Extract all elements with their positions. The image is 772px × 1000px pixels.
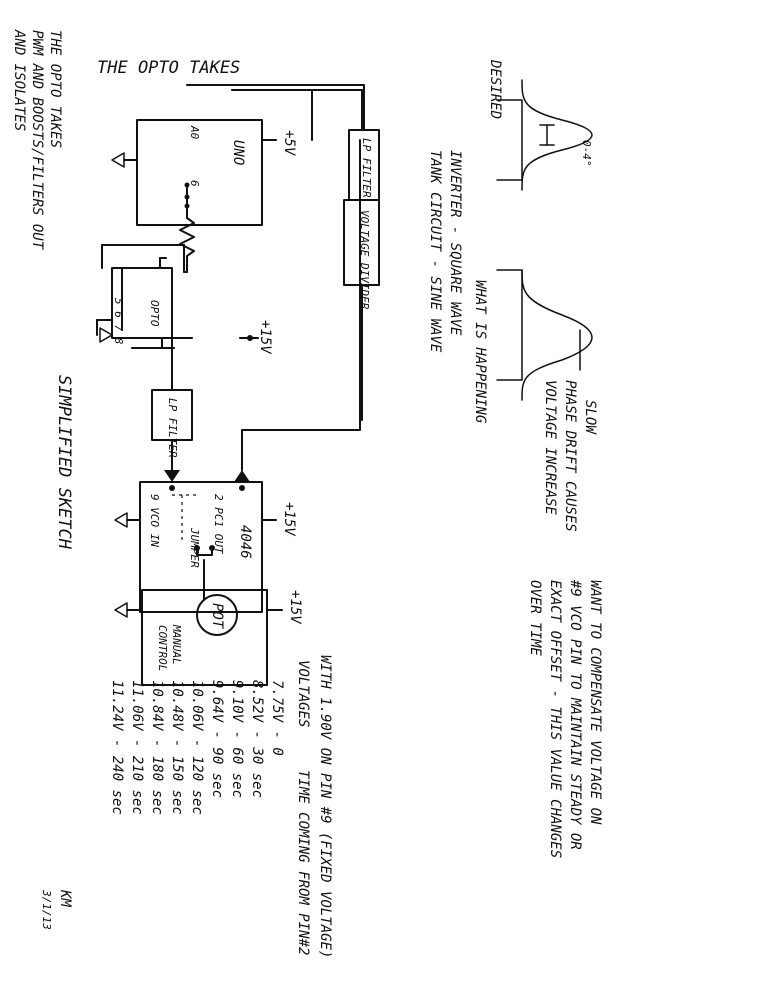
opto-note-line-2: PWM AND BOOSTS/FILTERS OUT [29,30,45,250]
node-dot [184,182,190,188]
lp-filter-2-label: LP FILTER [166,398,179,458]
table-row: 8.52V - 30 sec [249,680,265,799]
uno-supply-label: +5V [281,130,297,156]
table-row: 11.06V - 210 sec [129,680,145,815]
opto-note-line-3: AND ISOLATES [11,30,27,132]
node-dot [169,485,175,491]
pc1-out-label: 2 PC1 OUT [212,494,225,554]
desired-square-wave [496,99,523,181]
table-row: 10.06V - 120 sec [189,680,205,815]
opto-note-line-1: THE OPTO TAKES [97,58,241,78]
resistor-icon [179,199,195,273]
uno-label: UNO [230,140,246,166]
ic-4046-label: 4046 [237,525,253,559]
table-row: 11.24V - 240 sec [109,680,125,815]
vco-in-label: 9 VCO IN [148,494,161,547]
table-time-heading: TIME COMING FROM PIN#2 [295,770,311,956]
arrow-into-pin9 [164,470,180,482]
compensate-note-line-3: EXACT OFFSET - THIS VALUE CHANGES [547,580,563,859]
tank-note: TANK CIRCUIT - SINE WAVE [427,150,443,353]
author-date: 3/1/13 [40,890,53,930]
drift-note-line-2: PHASE DRIFT CAUSES [562,380,578,532]
uno-ground-icon [111,152,125,168]
opto-pins: 5 6 7 8 [112,298,125,345]
wire-pc1-feedback [241,139,361,471]
uno-block [136,119,263,226]
inverter-note: INVERTER - SQUARE WAVE [447,150,463,336]
happening-square-wave [496,269,523,381]
lp-filter-1-label: LP FILTER [360,138,373,198]
happening-sine-wave [521,269,593,401]
table-row: 9.64V - 90 sec [209,680,225,799]
compensate-note-line-1: WANT TO COMPENSATE VOLTAGE ON [587,580,603,825]
pot-ground-icon [114,602,128,618]
voltage-divider-label: VOLTAGE DIVIDER [358,210,371,310]
node-dot [239,485,245,491]
table-row: 7.75V - 0 [269,680,285,756]
pot-block [141,589,268,686]
desired-label: DESIRED [487,60,503,120]
pot-label: POT [209,603,225,629]
pin9-note: WITH 1.90V ON PIN #9 (FIXED VOLTAGE) [317,655,333,959]
table-voltages-heading: VOLTAGES [295,660,311,728]
manual-control-label-1: MANUAL [170,625,183,665]
jumper-label: JUMPER [188,528,201,568]
author-initials: KM [57,890,73,907]
compensate-note-line-4: OVER TIME [527,580,543,656]
node-dot [184,194,190,200]
manual-control-label-2: CONTROL [156,625,169,672]
table-row: 10.48V - 150 sec [169,680,185,815]
pot-circle [196,594,238,636]
happening-label: WHAT IS HAPPENING [472,280,488,424]
opto-ground-icon [99,327,113,343]
table-row: 10.84V - 180 sec [149,680,165,815]
drift-note-line-1: SLOW [582,400,598,434]
uno-pin-6: 6 [188,180,201,187]
ic-4046-ground-icon [114,512,128,528]
ic-4046-supply-label: +15V [281,502,297,536]
opto-label: OPTO [148,300,161,327]
wire-top-loop [231,89,313,141]
ic-4046-block [139,481,263,613]
sketch-title: SIMPLIFIED SKETCH [54,375,74,549]
compensate-note-line-2: #9 VCO PIN TO MAINTAIN STEADY OR [567,580,583,850]
node-dot [184,203,190,209]
wire-a0-to-lp [186,84,365,131]
pot-supply-label: +15V [287,590,303,624]
drift-note-line-3: VOLTAGE INCREASE [542,380,558,515]
opto-note-line-1b: THE OPTO TAKES [47,30,63,149]
jumper-wire [196,547,213,556]
opto-supply-label: +15V [257,320,273,354]
arrow-from-pc1 [234,470,250,482]
opto-block [111,267,173,339]
desired-offset-label: 0-4° [580,140,593,167]
uno-pin-a0: A0 [188,126,201,140]
desired-sine-wave [521,79,593,191]
table-row: 9.10V - 60 sec [229,680,245,799]
